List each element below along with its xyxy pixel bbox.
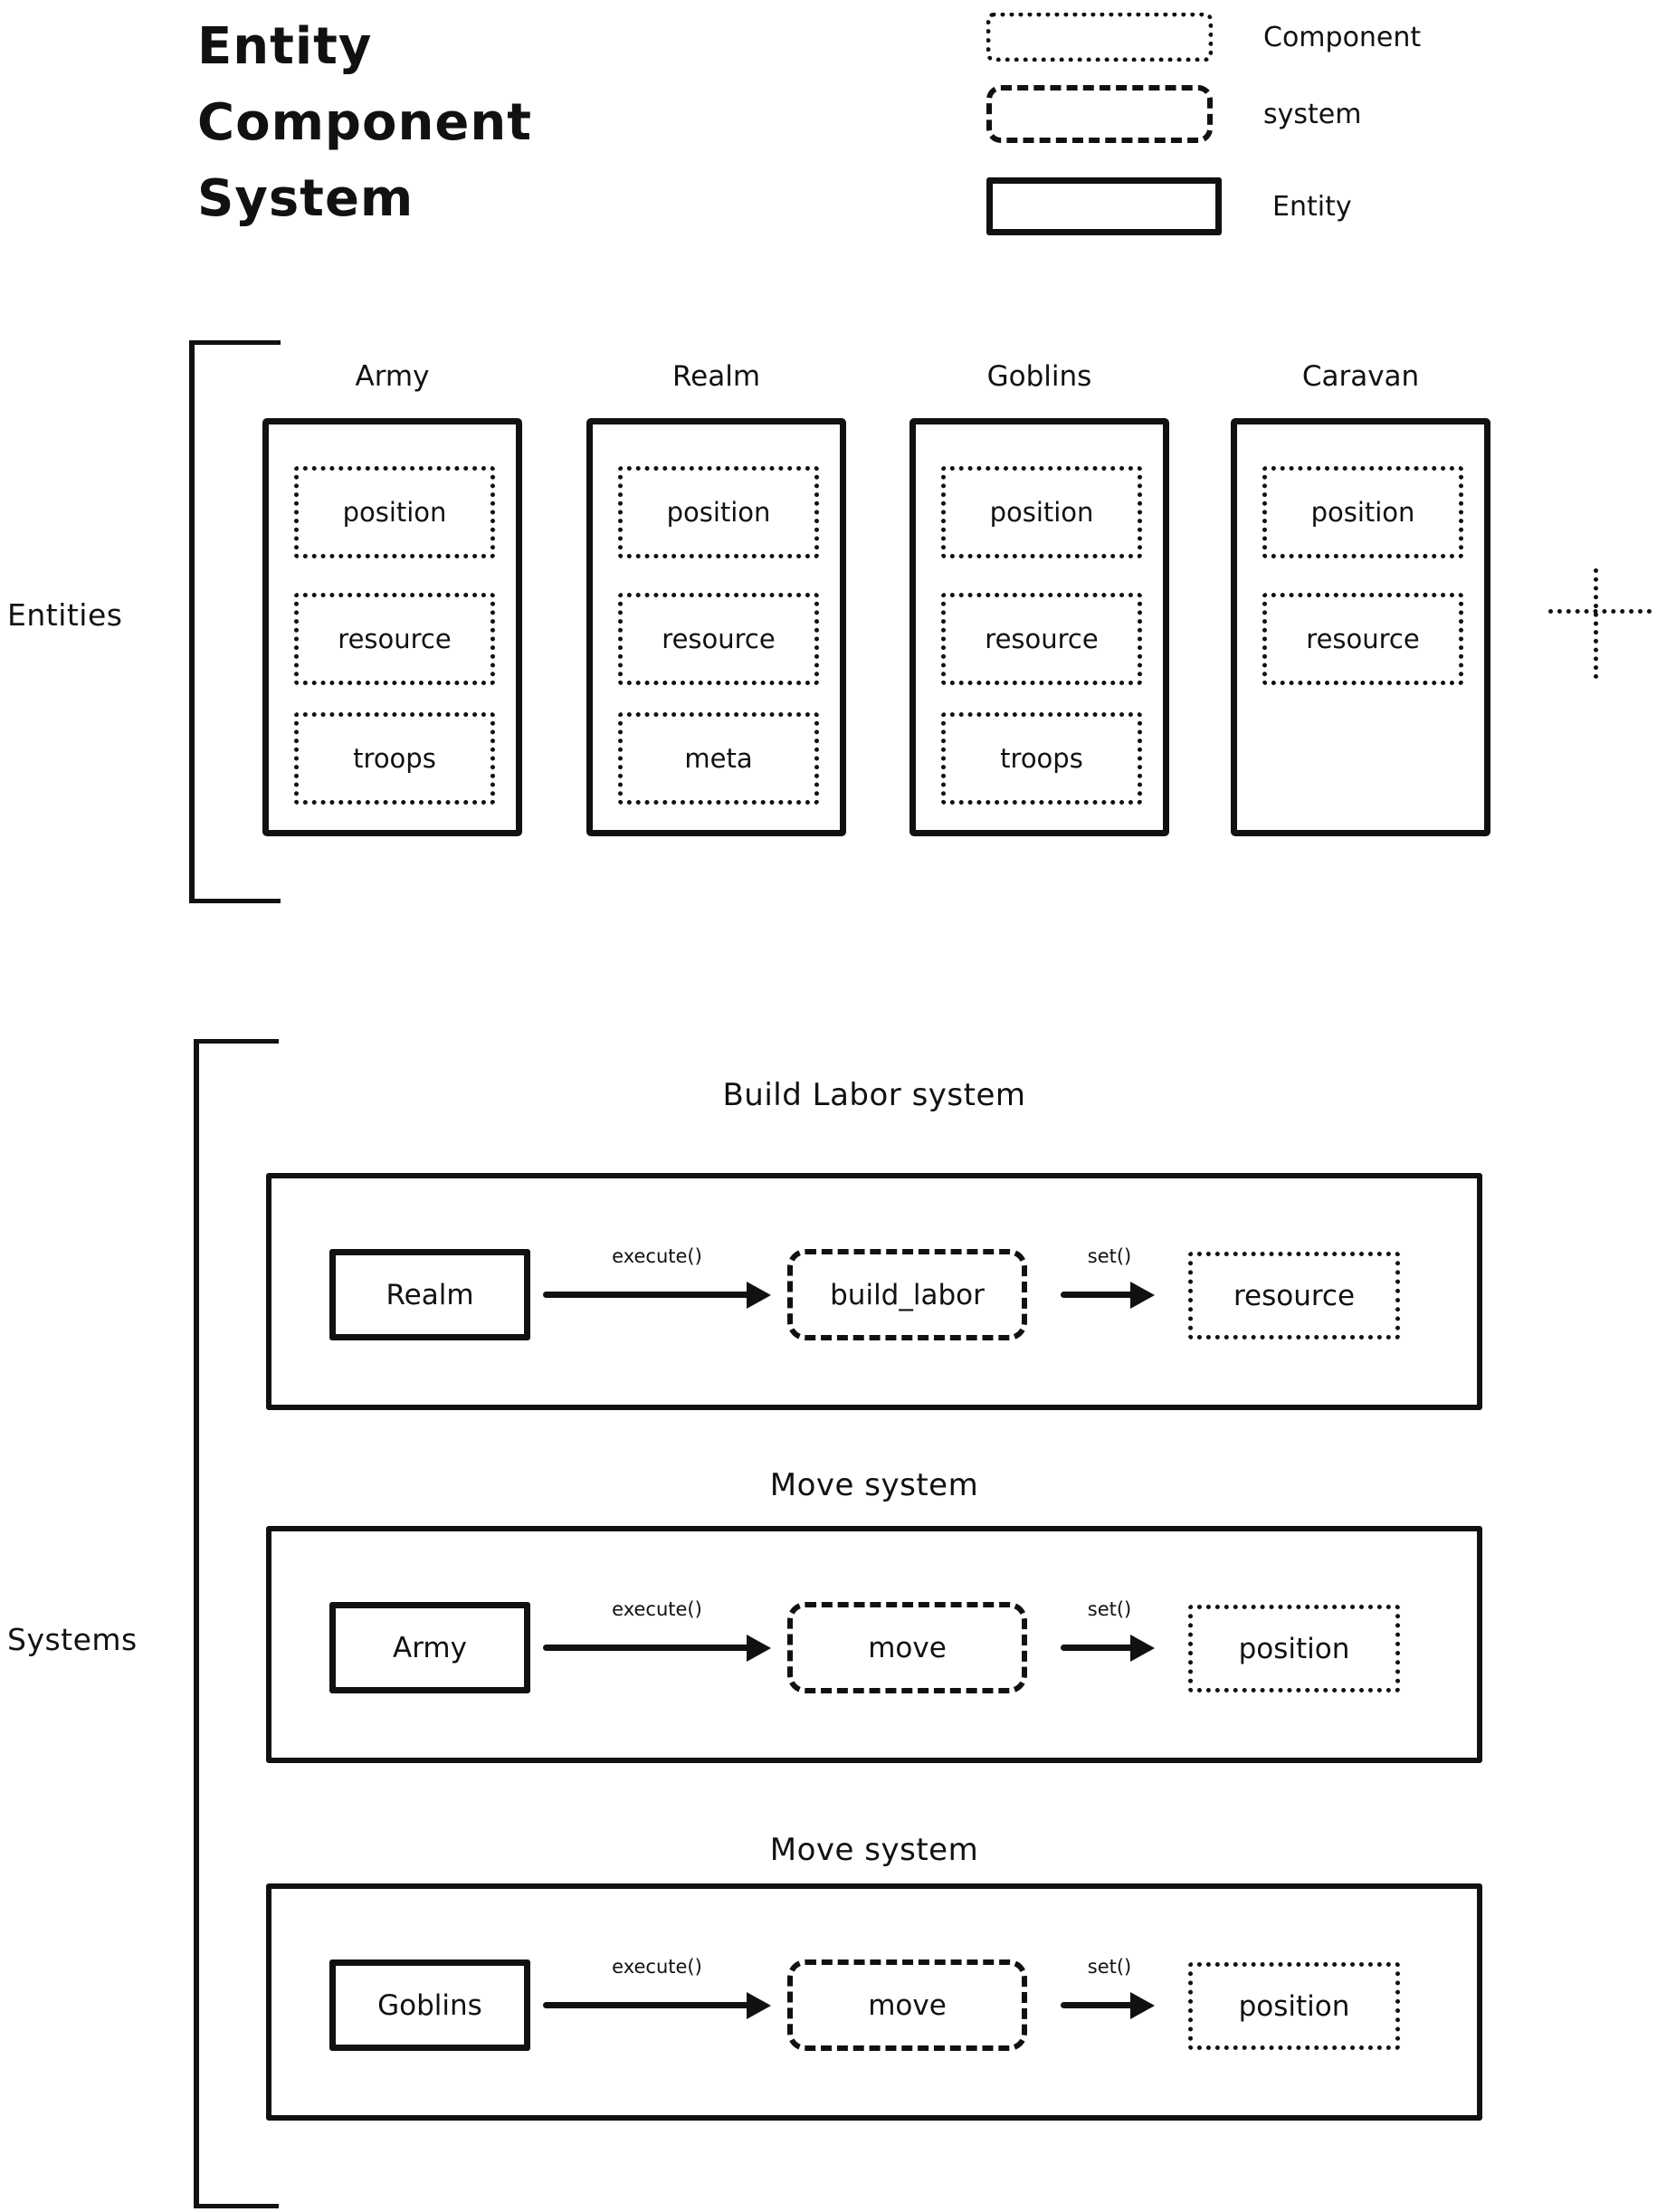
component-chip: resource [941,593,1142,685]
set-arrow-icon [1061,1632,1155,1664]
set-call-label: set() [1087,1956,1132,1978]
component-chip: position [1262,466,1463,558]
legend-item-system: system [986,85,1361,143]
execute-arrow-icon [543,1632,771,1664]
component-chip: position [941,466,1142,558]
system-title: Move system [769,1467,979,1503]
arrow-shaft [1061,1292,1137,1298]
entity-name: Caravan [1301,360,1420,393]
systems-bracket [194,1039,279,2208]
set-call-label: set() [1087,1598,1132,1620]
entity-box: Realm [329,1249,530,1340]
entity-box: Goblins [329,1959,530,2051]
legend-item-entity: Entity [986,177,1352,235]
arrow-head [1130,1992,1155,2019]
arrow-head [747,1282,771,1309]
component-box: position [1188,1605,1400,1692]
arrow-shaft [543,1292,753,1298]
execute-call-label: execute() [612,1956,702,1978]
systems-section-label: Systems [7,1622,138,1657]
component-box: resource [1188,1252,1400,1340]
page-title: Entity Component System [197,9,532,237]
system-box: move [787,1602,1027,1693]
arrow-shaft [1061,2002,1137,2008]
set-arrow-icon [1061,1279,1155,1311]
system-container-move-goblins: Goblins execute() move set() position [266,1883,1482,2121]
legend-item-component: Component [986,13,1421,62]
execute-call-label: execute() [612,1598,702,1620]
system-title: Build Labor system [722,1077,1026,1113]
system-box: move [787,1959,1027,2051]
legend-label: Component [1263,21,1422,53]
plus-icon [1548,609,1652,614]
arrow-shaft [543,2002,753,2008]
entity-card: position resource troops [262,418,522,836]
execute-call-label: execute() [612,1245,702,1267]
arrow-head [747,1635,771,1662]
entity-name: Army [355,360,430,393]
entity-column-army: Army position resource troops [262,360,522,836]
system-swatch-icon [986,85,1213,143]
page-title-line: System [197,169,414,228]
entities-section-label: Entities [7,597,123,633]
set-arrow-icon [1061,1989,1155,2022]
system-title: Move system [769,1832,979,1868]
set-call-label: set() [1087,1245,1132,1267]
entity-column-realm: Realm position resource meta [586,360,846,836]
component-chip: resource [618,593,819,685]
component-chip: resource [294,593,495,685]
entity-card: position resource [1231,418,1490,836]
system-container-move-army: Army execute() move set() position [266,1526,1482,1763]
entity-box: Army [329,1602,530,1693]
component-chip: position [294,466,495,558]
entity-name: Goblins [986,360,1092,393]
component-chip: resource [1262,593,1463,685]
component-chip: position [618,466,819,558]
entity-card: position resource meta [586,418,846,836]
entity-swatch-icon [986,177,1222,235]
arrow-head [747,1992,771,2019]
component-swatch-icon [986,13,1213,62]
plus-icon [1594,568,1598,679]
entity-column-goblins: Goblins position resource troops [909,360,1169,836]
arrow-shaft [1061,1645,1137,1651]
entities-bracket [189,340,281,903]
execute-arrow-icon [543,1279,771,1311]
component-chip: troops [941,712,1142,805]
page-title-line: Entity [197,17,373,76]
legend-label: Entity [1272,190,1352,223]
system-box: build_labor [787,1249,1027,1340]
entity-column-caravan: Caravan position resource [1231,360,1490,836]
legend-label: system [1263,98,1362,130]
system-container-build-labor: Realm execute() build_labor set() resour… [266,1173,1482,1410]
component-box: position [1188,1962,1400,2050]
entity-name: Realm [671,360,761,393]
arrow-head [1130,1635,1155,1662]
arrow-shaft [543,1645,753,1651]
component-chip: meta [618,712,819,805]
page-title-line: Component [197,93,532,152]
execute-arrow-icon [543,1989,771,2022]
entity-card: position resource troops [909,418,1169,836]
arrow-head [1130,1282,1155,1309]
component-chip: troops [294,712,495,805]
